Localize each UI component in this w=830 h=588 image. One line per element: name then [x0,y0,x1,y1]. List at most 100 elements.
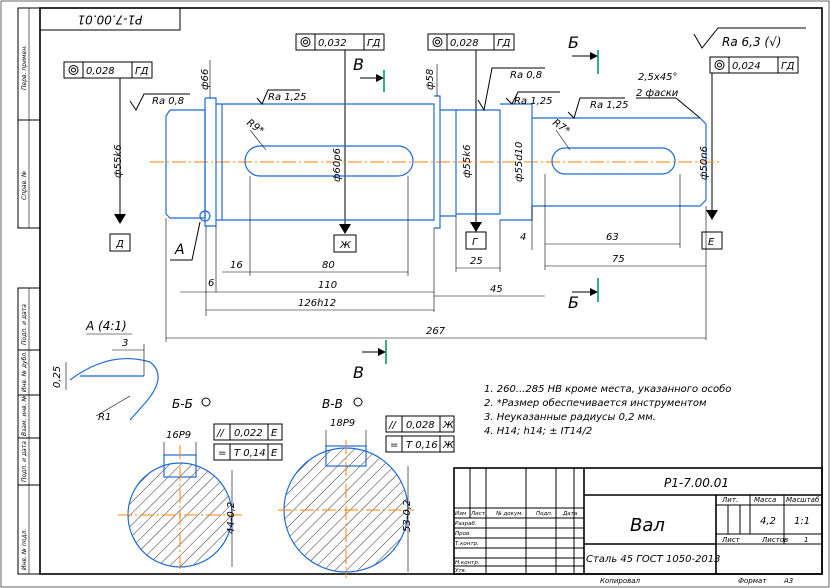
general-roughness-text: Ra 6,3 (√) [722,35,781,49]
svg-text:2,5x45°: 2,5x45° [638,72,678,83]
svg-text:В-В: В-В [322,397,343,411]
svg-text:Т 0,14: Т 0,14 [234,448,266,459]
svg-text:0,024: 0,024 [732,61,761,72]
svg-text:75: 75 [612,254,625,265]
svg-text:Ra 0,8: Ra 0,8 [152,96,184,107]
svg-text:R9*: R9* [244,117,265,137]
note-3: 3. Неуказанные радиусы 0,2 мм. [484,412,656,423]
stamp-vzam: Взам. инв. № [21,395,28,436]
svg-text:126h12: 126h12 [298,298,336,309]
detail-a-view: А (4:1) 3 0,25 R1 [52,319,159,423]
svg-text:Н.контр.: Н.контр. [455,560,480,566]
svg-text:Разраб.: Разраб. [455,521,477,527]
svg-text:0,028: 0,028 [86,66,115,77]
svg-text:Е: Е [708,237,715,248]
svg-text:ф55k6: ф55k6 [462,145,473,178]
svg-text:267: 267 [426,326,446,337]
tolerance-frame-2: 0,032 ГД [295,33,385,51]
title-scale: 1:1 [794,516,810,527]
shaft-main-view: А [150,95,722,261]
title-material: Сталь 45 ГОСТ 1050-2013 [586,554,721,565]
svg-text:ГД: ГД [781,61,795,72]
svg-text:А3: А3 [783,577,793,585]
svg-text:Утв.: Утв. [455,568,467,574]
svg-text:Ж: Ж [442,420,455,431]
svg-text:0,25: 0,25 [52,366,63,388]
svg-text:ГД: ГД [497,38,511,49]
svg-text:53-0,2: 53-0,2 [402,500,413,532]
stamp-perv: Перв. примен. [21,45,28,90]
svg-text:63: 63 [606,232,619,243]
stamp-podp2: Подп. и дата [21,441,28,482]
svg-text:6: 6 [208,278,214,289]
chamfer-note: 2,5x45° 2 фаски [636,72,701,119]
tolerance-leaders [114,50,718,234]
svg-text:25: 25 [470,256,483,267]
tolerance-frame-4: 0,024 ГД [709,56,799,74]
svg-text:Копировал: Копировал [600,577,641,585]
title-block: Р1-7.00.01 Вал Сталь 45 ГОСТ 1050-2013 Л… [453,467,823,575]
svg-text:ф55k6: ф55k6 [113,145,124,178]
svg-text:Е: Е [271,428,278,439]
svg-text:Б: Б [568,293,579,312]
svg-text:=: = [390,440,398,451]
technical-notes: 1. 260...285 НВ кроме места, указанного … [484,383,731,437]
svg-text:Подп.: Подп. [536,511,553,517]
svg-text:Масштаб: Масштаб [786,496,820,504]
svg-text:16P9: 16P9 [166,430,191,441]
svg-text:0,022: 0,022 [234,428,263,439]
svg-text:0,028: 0,028 [450,38,479,49]
svg-text:Д: Д [115,239,124,250]
svg-text:Б-Б: Б-Б [172,397,193,411]
svg-text:ф55d10: ф55d10 [514,142,525,182]
svg-text:Дата: Дата [562,511,578,517]
note-1: 1. 260...285 НВ кроме места, указанного … [484,383,731,395]
keyway-left [244,145,414,177]
svg-text:ф60р6: ф60р6 [332,148,343,182]
svg-text:ГД: ГД [135,66,149,77]
svg-text:R1: R1 [98,412,111,423]
svg-text:Масса: Масса [754,496,776,504]
svg-text:3: 3 [122,338,128,349]
svg-text:16: 16 [230,260,243,271]
svg-text:ф66: ф66 [200,69,211,90]
stamp-dubl: Инв. № дубл. [21,351,28,392]
svg-text:ГД: ГД [367,38,381,49]
svg-text:Ra 1,25: Ra 1,25 [590,100,629,111]
svg-text:Ra 1,25: Ra 1,25 [514,96,553,107]
svg-text:В: В [353,55,364,74]
doc-number-box: Р1-7.00.01 [39,7,181,31]
svg-text:Листов: Листов [761,536,788,544]
svg-text:А (4:1): А (4:1) [85,319,127,333]
svg-text:Т.контр.: Т.контр. [455,541,479,547]
title-name: Вал [630,515,665,536]
svg-text:1: 1 [804,536,808,544]
svg-text:В: В [353,363,364,382]
section-cut-marks: В Б Б В [353,33,599,382]
datum-g: Г [465,231,487,250]
svg-text:ф58: ф58 [425,69,436,90]
svg-text:4: 4 [520,232,526,243]
doc-number-rotated: Р1-7.00.01 [77,13,142,27]
datum-d: Д [109,233,131,252]
svg-text:80: 80 [322,260,335,271]
diameter-labels: ф66 ф55k6 ф60р6 ф58 ф55k6 ф55d10 ф50n6 [113,60,710,182]
svg-text:0,032: 0,032 [318,38,347,49]
svg-text:Пров.: Пров. [455,531,471,537]
svg-text:Т 0,16: Т 0,16 [406,440,438,451]
svg-text://: // [388,420,397,431]
section-bb: Б-Б 16P9 44-0,2 // 0,022 Е = Т 0,14 Е [118,397,283,575]
svg-text:Формат: Формат [738,577,767,585]
dimensions: 16 80 6 110 126h12 25 4 63 75 45 267 [165,174,707,342]
svg-text:2 фаски: 2 фаски [636,88,679,99]
svg-text://: // [216,428,225,439]
general-roughness: Ra 6,3 (√) [693,27,806,49]
svg-text:Изм: Изм [455,511,466,517]
svg-text:Е: Е [271,448,278,459]
stamp-sprav: Справ. № [21,171,28,200]
svg-text:Лист: Лист [470,511,486,517]
svg-text:110: 110 [318,280,337,291]
svg-text:0,028: 0,028 [406,420,435,431]
